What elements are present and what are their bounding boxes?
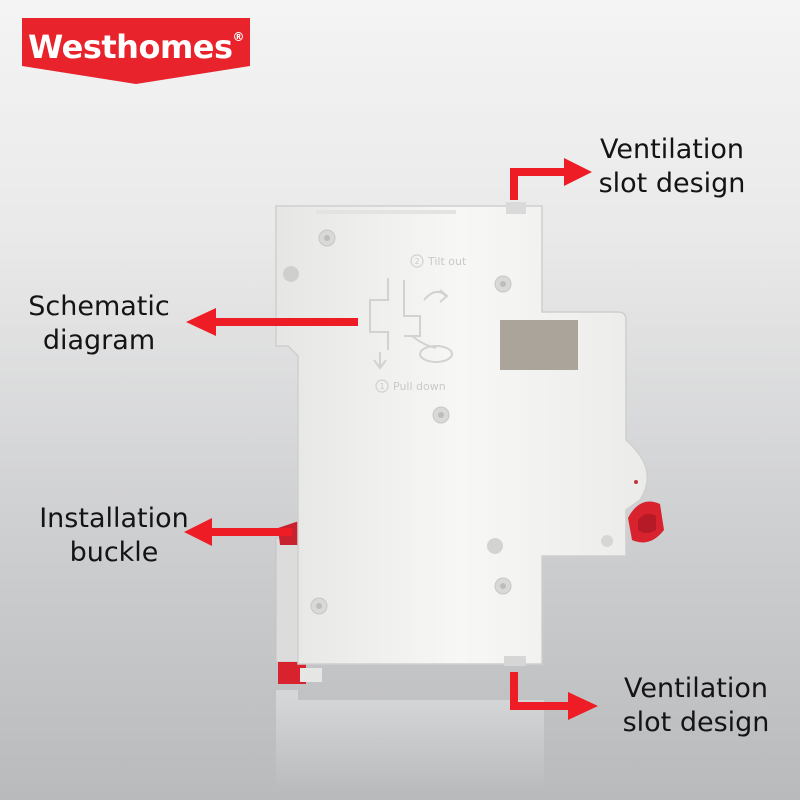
screw-holes xyxy=(283,229,613,615)
tilt-out-text: Tilt out xyxy=(427,255,467,268)
screw-hole-icon xyxy=(310,597,328,615)
callout-schematic: Schematic diagram xyxy=(26,290,172,358)
arrow-icon xyxy=(510,168,566,200)
pull-down-text: Pull down xyxy=(393,380,446,393)
arrow-head xyxy=(564,158,592,186)
arrow-head xyxy=(184,518,212,546)
device-reflection xyxy=(276,690,544,790)
pull-down-label: 1 Pull down xyxy=(375,379,446,393)
callout-line: Installation xyxy=(39,503,189,534)
tilt-out-label: 2 Tilt out xyxy=(410,254,467,268)
label-window xyxy=(500,320,578,370)
callout-ventilation-bottom: Ventilation slot design xyxy=(620,672,772,740)
screw-hole-icon xyxy=(494,577,512,595)
top-vent-slot xyxy=(506,202,526,214)
schematic-engraving xyxy=(369,278,453,370)
pull-down-step: 1 xyxy=(379,382,384,391)
brand-name: Westhomes xyxy=(27,28,233,66)
callout-installation: Installation buckle xyxy=(38,502,190,570)
installation-buckle-bottom xyxy=(278,662,306,684)
top-ridge xyxy=(316,210,456,214)
callout-line: diagram xyxy=(42,325,156,356)
callout-line: buckle xyxy=(69,537,159,568)
toggle-lever xyxy=(628,480,664,543)
registered-mark: ® xyxy=(232,30,245,44)
screw-hole-icon xyxy=(601,535,613,547)
callout-line: Ventilation xyxy=(624,673,768,704)
callout-ventilation-top: Ventilation slot design xyxy=(596,133,748,201)
arrow-head xyxy=(186,308,216,336)
logo-text: Westhomes® xyxy=(22,28,250,66)
bottom-vent-slot xyxy=(504,656,526,666)
buckle-base xyxy=(300,668,322,682)
brand-logo: Westhomes® xyxy=(22,18,250,84)
screw-hole-icon xyxy=(487,538,503,554)
screw-hole-icon xyxy=(318,229,336,247)
callout-line: Schematic xyxy=(28,291,170,322)
callout-line: slot design xyxy=(598,168,746,199)
screw-hole-icon xyxy=(283,266,299,282)
arrow-head xyxy=(568,692,598,720)
logo-badge-shape xyxy=(22,18,250,84)
callout-line: Ventilation xyxy=(600,134,744,165)
arrow-icon xyxy=(510,672,570,710)
screw-hole-icon xyxy=(432,406,450,424)
screw-hole-icon xyxy=(494,275,512,293)
tilt-out-step: 2 xyxy=(414,257,419,266)
callout-line: slot design xyxy=(622,707,770,738)
